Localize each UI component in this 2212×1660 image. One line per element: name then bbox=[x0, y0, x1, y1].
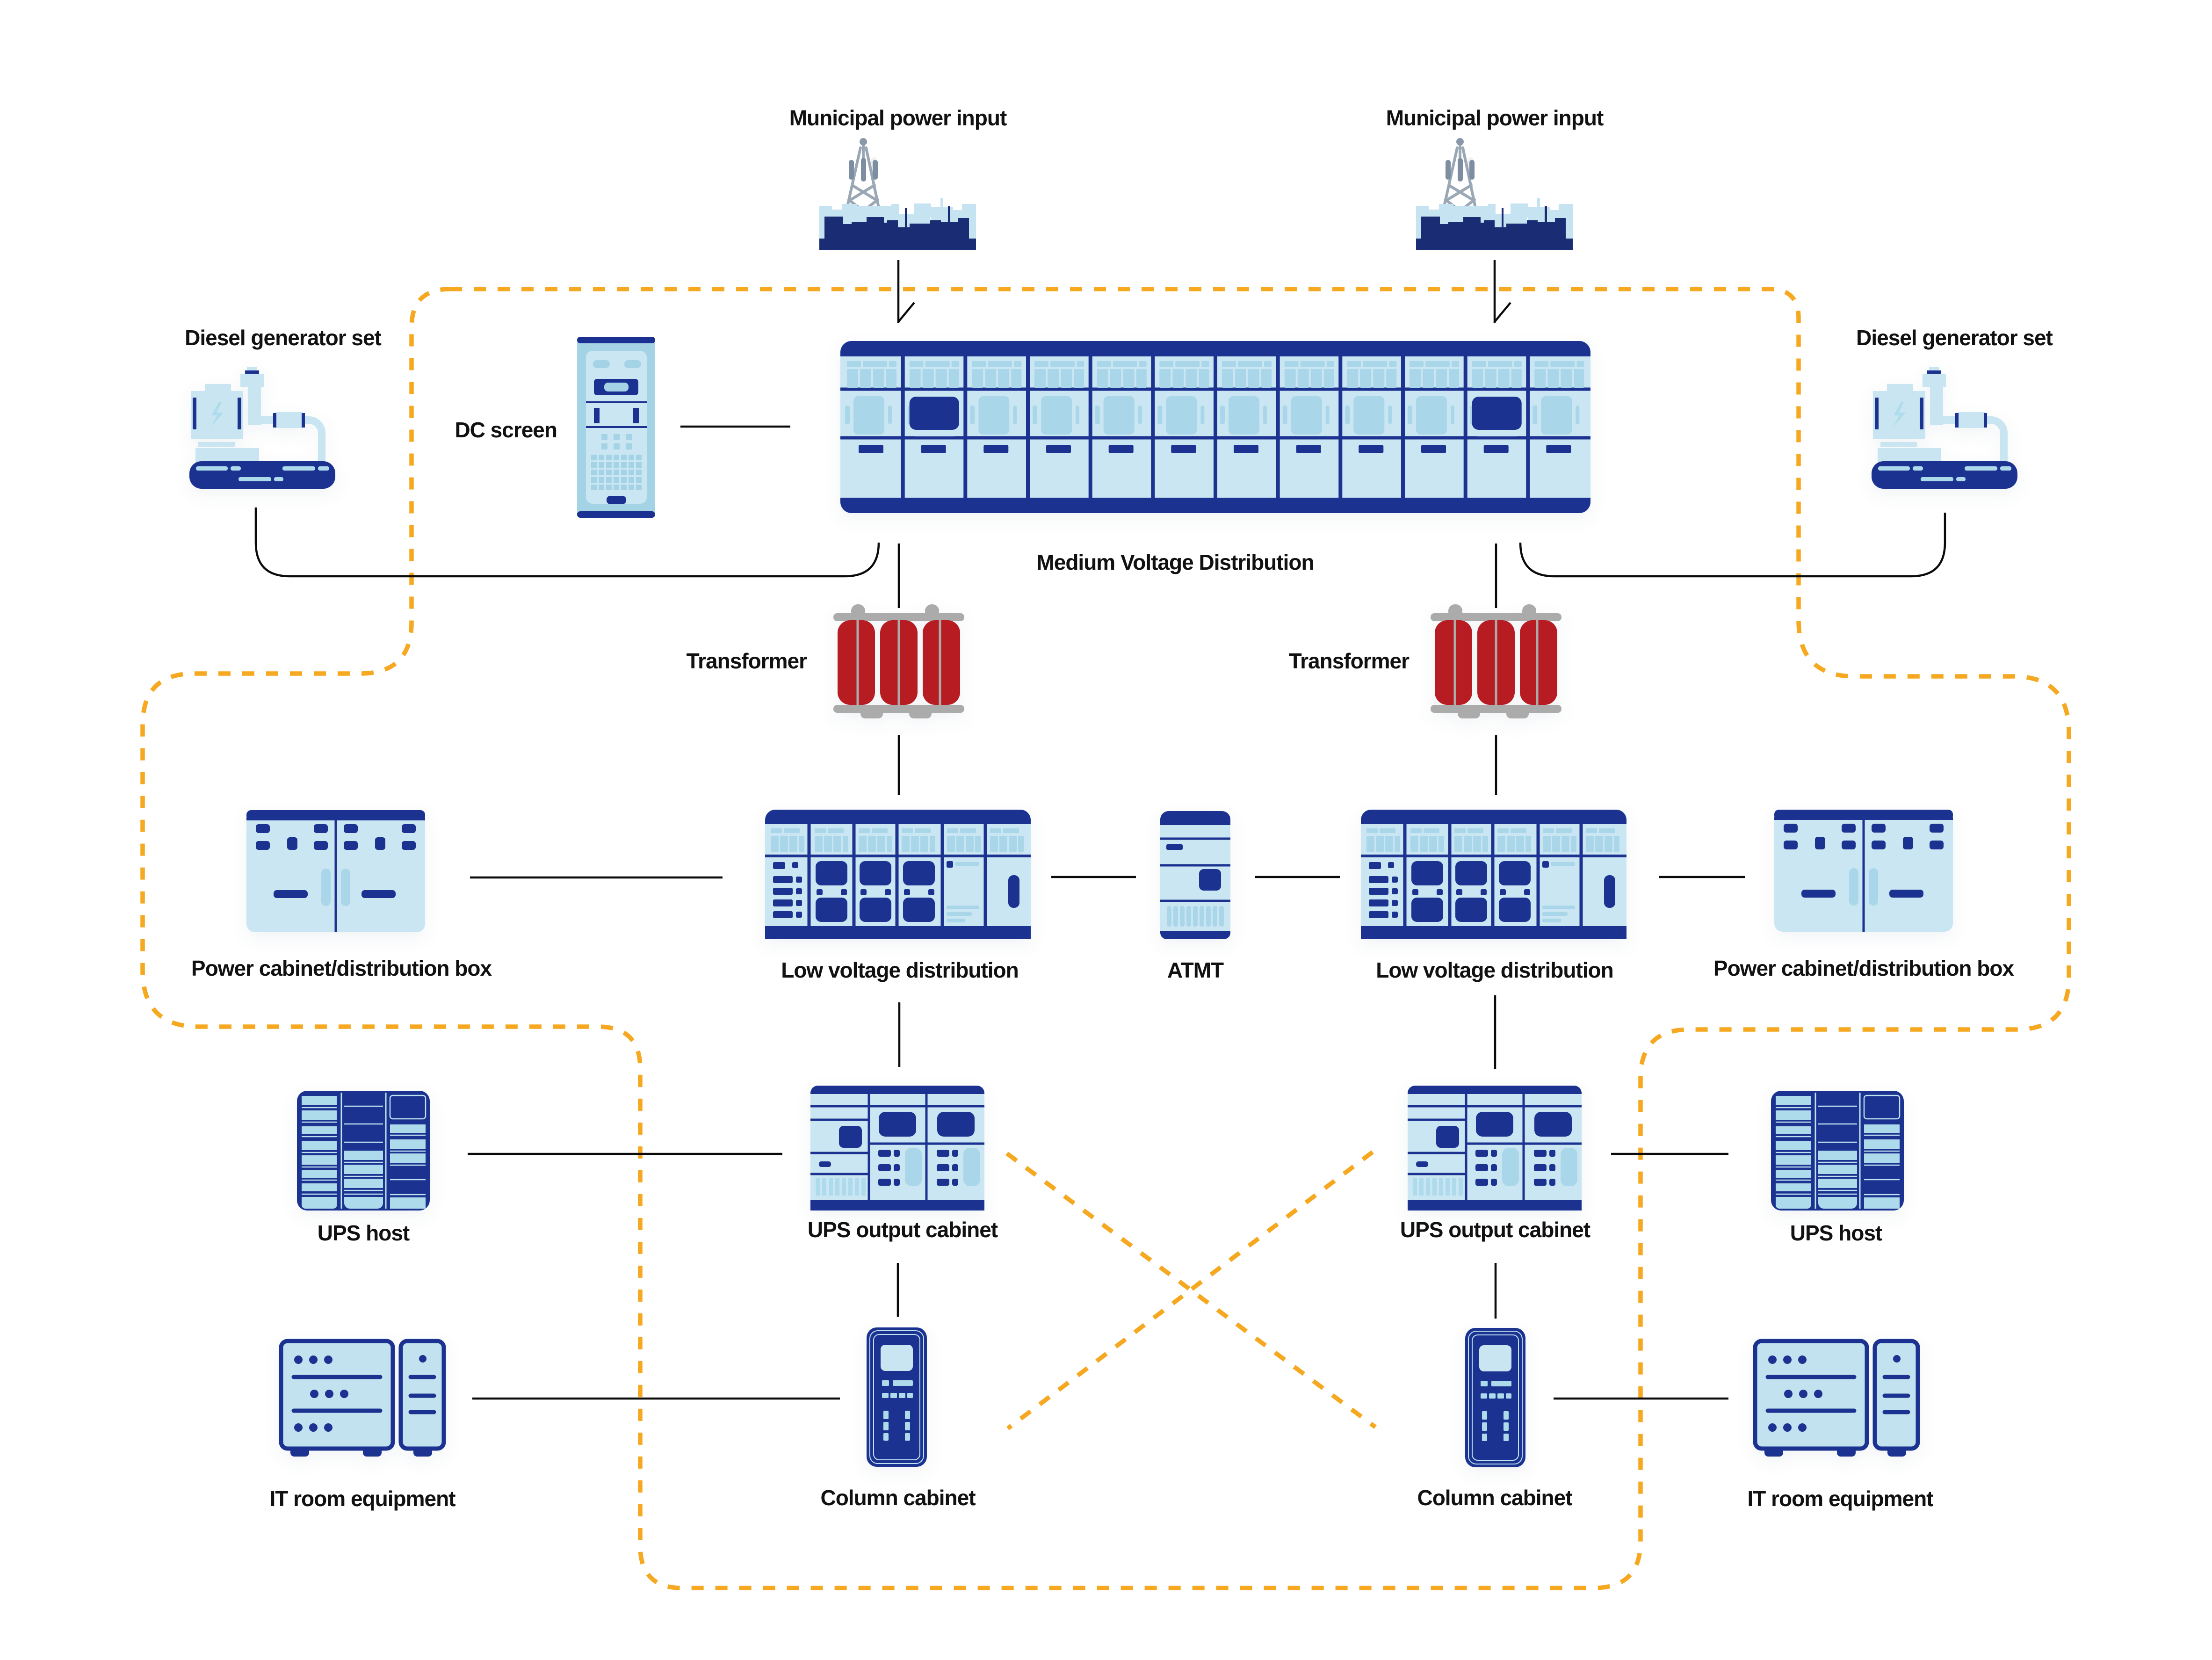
svg-text:Power cabinet/distribution box: Power cabinet/distribution box bbox=[191, 956, 492, 980]
svg-text:UPS output cabinet: UPS output cabinet bbox=[808, 1218, 998, 1242]
svg-text:Low voltage distribution: Low voltage distribution bbox=[1376, 958, 1613, 982]
svg-text:Column cabinet: Column cabinet bbox=[820, 1486, 976, 1510]
svg-text:DC screen: DC screen bbox=[455, 418, 557, 442]
svg-text:Power cabinet/distribution box: Power cabinet/distribution box bbox=[1713, 956, 2015, 980]
svg-text:Diesel generator set: Diesel generator set bbox=[185, 326, 381, 350]
svg-text:Diesel generator set: Diesel generator set bbox=[1856, 326, 2053, 350]
svg-text:Column cabinet: Column cabinet bbox=[1417, 1486, 1572, 1510]
svg-text:Transformer: Transformer bbox=[1289, 649, 1410, 673]
svg-text:Municipal power input: Municipal power input bbox=[789, 106, 1007, 130]
svg-text:ATMT: ATMT bbox=[1167, 958, 1224, 982]
svg-text:IT room equipment: IT room equipment bbox=[270, 1486, 456, 1511]
svg-text:UPS host: UPS host bbox=[318, 1221, 410, 1245]
svg-text:UPS output cabinet: UPS output cabinet bbox=[1400, 1218, 1590, 1242]
svg-text:UPS host: UPS host bbox=[1790, 1221, 1882, 1245]
svg-text:Transformer: Transformer bbox=[687, 649, 808, 673]
svg-text:Medium Voltage Distribution: Medium Voltage Distribution bbox=[1036, 550, 1314, 574]
svg-text:Municipal power input: Municipal power input bbox=[1386, 106, 1604, 130]
svg-text:IT room equipment: IT room equipment bbox=[1748, 1486, 1934, 1511]
svg-text:Low voltage distribution: Low voltage distribution bbox=[781, 958, 1019, 982]
